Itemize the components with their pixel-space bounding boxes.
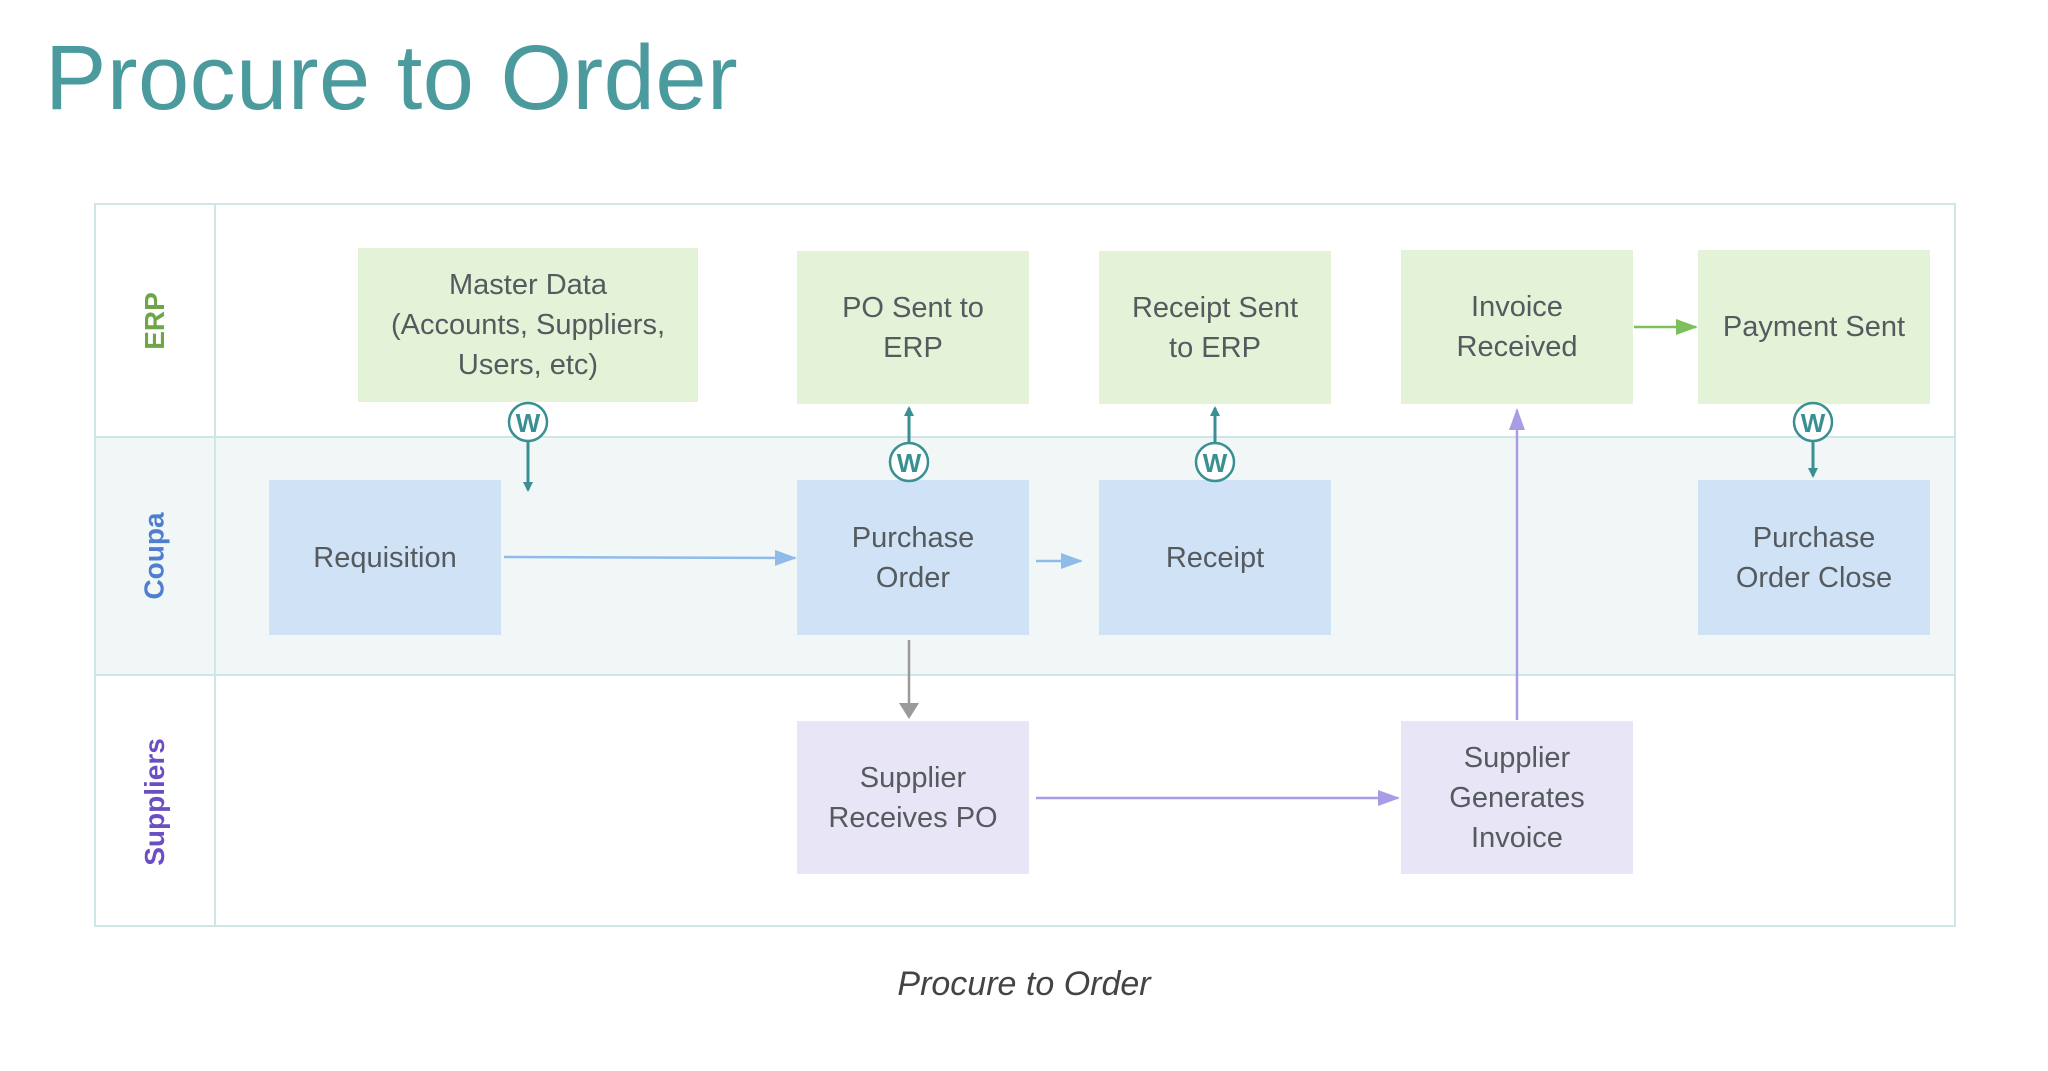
lane-header-coupa: Coupa: [96, 438, 216, 674]
node-po-close-label: Purchase Order Close: [1735, 521, 1893, 594]
node-supplier-generates-invoice: Supplier Generates Invoice: [1401, 721, 1633, 874]
lane-label-erp: ERP: [138, 291, 170, 350]
node-master-data: Master Data (Accounts, Suppliers, Users,…: [358, 248, 698, 402]
lane-label-coupa: Coupa: [138, 512, 170, 600]
node-po-sent-label: PO Sent to ERP: [842, 291, 984, 364]
lane-suppliers: Suppliers: [96, 676, 1954, 927]
node-master-data-label: Master Data (Accounts, Suppliers, Users,…: [390, 269, 665, 381]
node-receipt-label: Receipt: [1165, 541, 1265, 574]
lane-label-suppliers: Suppliers: [139, 737, 170, 866]
lane-header-erp: ERP: [96, 205, 216, 436]
node-invoice-received-label: Invoice Received: [1456, 291, 1578, 363]
node-receipt-sent-label: Receipt Sent to ERP: [1131, 291, 1299, 364]
node-purchase-order: Purchase Order: [797, 480, 1029, 635]
page-title: Procure to Order: [45, 27, 739, 129]
lane-erp: ERP: [96, 205, 1954, 436]
node-supplier-receives-po: Supplier Receives PO: [797, 721, 1029, 874]
node-purchase-order-close: Purchase Order Close: [1698, 480, 1930, 635]
node-invoice-received: Invoice Received: [1401, 250, 1633, 404]
diagram-caption: Procure to Order: [897, 965, 1151, 1003]
node-receipt: Receipt: [1099, 480, 1331, 635]
node-supplier-invoice-label: Supplier Generates Invoice: [1449, 741, 1585, 854]
lane-header-suppliers: Suppliers: [96, 676, 216, 927]
node-supplier-receives-label: Supplier Receives PO: [828, 761, 998, 834]
node-payment-sent: Payment Sent: [1698, 250, 1930, 404]
node-requisition: Requisition: [269, 480, 501, 635]
node-po-sent-to-erp: PO Sent to ERP: [797, 251, 1029, 404]
node-requisition-label: Requisition: [313, 541, 457, 574]
node-receipt-sent-to-erp: Receipt Sent to ERP: [1099, 251, 1331, 404]
node-purchase-order-label: Purchase Order: [851, 521, 975, 594]
node-payment-sent-label: Payment Sent: [1722, 311, 1906, 343]
